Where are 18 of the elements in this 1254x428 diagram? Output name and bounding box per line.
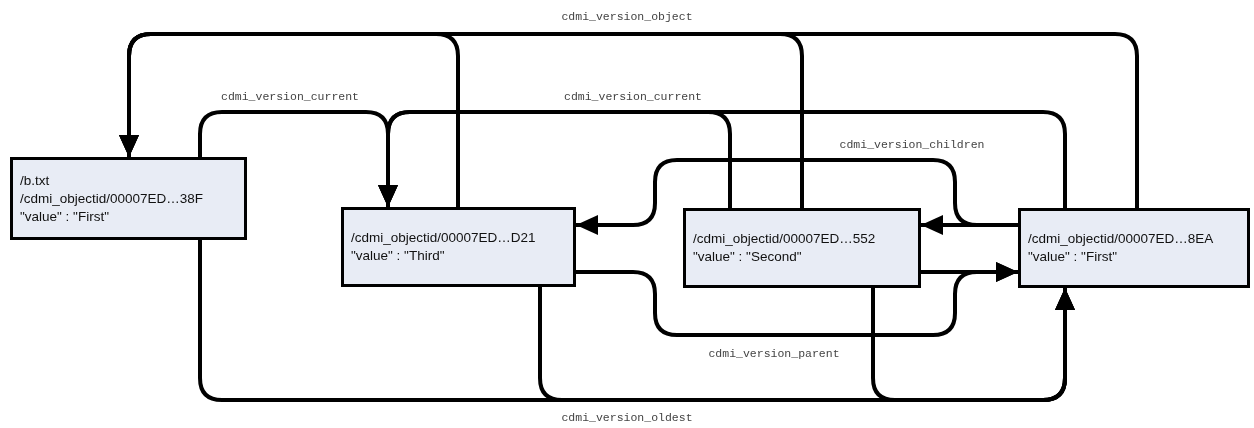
arrow — [921, 215, 1018, 235]
object-text: /b.txt — [20, 171, 51, 190]
object-text: "value" : "First" — [1028, 248, 1118, 266]
arrow — [378, 110, 1067, 208]
object-text: /cdmi_objectid/00007ED…D21 — [351, 229, 537, 247]
object-box — [10, 157, 247, 240]
object-text: /cdmi_objectid/00007ED…38F — [20, 189, 205, 208]
object-text: "value" : "First" — [20, 207, 110, 226]
object-box — [683, 208, 921, 288]
object-text: "value" : "Second" — [693, 248, 803, 266]
object-box — [1018, 208, 1250, 288]
object-text: /cdmi_objectid/00007ED…8EA — [1028, 230, 1215, 248]
object-box — [341, 207, 576, 287]
object-text: /cdmi_objectid/00007ED…552 — [693, 230, 877, 248]
arrow — [871, 288, 1075, 402]
object-text: "value" : "Third" — [351, 247, 446, 265]
arrow — [119, 32, 1139, 208]
arrow — [921, 262, 1018, 282]
